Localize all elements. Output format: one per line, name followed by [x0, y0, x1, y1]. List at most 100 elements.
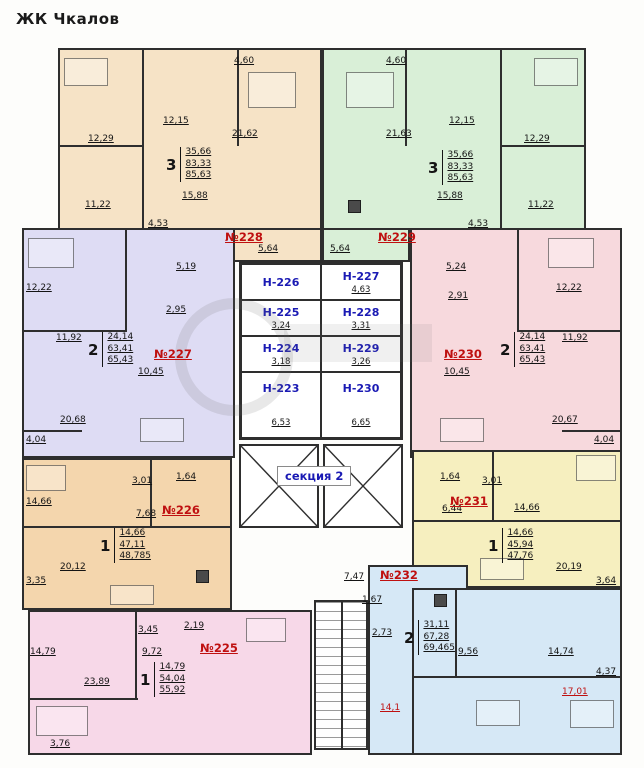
storage-cell-label: Н-229 — [342, 341, 380, 355]
storage-cell-dim: 3,26 — [351, 356, 371, 367]
dim-label: 11,22 — [528, 200, 554, 210]
wall — [142, 48, 144, 228]
storage-cell-dim: 6,53 — [271, 418, 291, 428]
dim-label-highlight: 14,1 — [380, 703, 401, 713]
watermark-bar — [284, 324, 432, 362]
elevator-shaft — [323, 444, 403, 528]
wall — [58, 145, 144, 147]
wall — [455, 588, 457, 678]
area-stack: 14,66 45,94 47,76 — [507, 528, 533, 563]
dim-label: 4,53 — [468, 219, 489, 229]
area-value: 35,66 — [447, 150, 474, 160]
dim-label: 21,62 — [232, 129, 258, 139]
wall — [405, 48, 407, 146]
area-stack: 35,66 83,33 85,63 — [447, 150, 473, 185]
section-label: секция 2 — [277, 466, 352, 486]
storage-cell: Н-228 3,31 — [321, 300, 401, 336]
wall — [412, 676, 622, 678]
dim-label: 12,29 — [524, 134, 550, 144]
apartment-228-number: №228 — [225, 230, 263, 244]
apartment-225-info: 1 14,79 54,04 55,92 — [140, 662, 185, 698]
area-value: 48,785 — [119, 551, 151, 562]
dim-label: 20,12 — [60, 562, 86, 572]
dim-label: 4,04 — [26, 435, 47, 445]
area-value: 85,63 — [185, 170, 212, 181]
dim-label: 15,88 — [437, 191, 463, 201]
apartment-227-number: №227 — [154, 347, 192, 361]
furniture — [140, 418, 184, 442]
dim-label: 20,67 — [552, 415, 578, 425]
area-value: 31,11 — [423, 620, 450, 630]
wall — [22, 430, 82, 432]
area-value: 85,63 — [447, 173, 474, 184]
area-stack: 35,66 83,33 85,63 — [185, 147, 211, 182]
area-value: 55,92 — [159, 685, 186, 696]
apartment-228-area — [58, 48, 322, 230]
dim-label: 4,53 — [148, 219, 169, 229]
area-stack: 14,79 54,04 55,92 — [159, 662, 185, 697]
room-count: 1 — [100, 528, 116, 564]
area-value: 69,465 — [423, 643, 455, 654]
dim-label: 12,22 — [556, 283, 582, 293]
area-value: 47,76 — [507, 551, 534, 562]
apartment-229-hall — [322, 228, 410, 262]
storage-cell-label: Н-230 — [342, 382, 380, 395]
wall — [500, 145, 586, 147]
watermark-circle — [175, 298, 293, 416]
dim-label: 14,79 — [30, 647, 56, 657]
apartment-230-area — [410, 228, 622, 458]
dim-label: 3,35 — [26, 576, 47, 586]
furniture — [36, 706, 88, 736]
dim-label: 3,76 — [50, 739, 71, 749]
storage-cell-label: Н-226 — [262, 275, 300, 289]
area-stack: 24,14 63,41 65,43 — [519, 332, 545, 367]
dim-label: 1,64 — [176, 472, 197, 482]
apartment-230-number: №230 — [444, 347, 482, 361]
wall — [22, 330, 127, 332]
area-stack: 31,11 67,28 69,465 — [423, 620, 455, 655]
elevator-shaft — [239, 444, 319, 528]
wall — [150, 458, 152, 528]
plan-title: ЖК Чкалов — [16, 10, 120, 28]
wall — [125, 228, 127, 332]
dim-label: 9,56 — [458, 647, 479, 657]
dim-label: 2,73 — [372, 628, 393, 638]
dim-label-highlight: 17,01 — [562, 687, 588, 697]
area-value: 83,33 — [447, 161, 474, 172]
furniture — [346, 72, 394, 108]
area-value: 54,04 — [159, 673, 186, 684]
area-value: 14,79 — [159, 662, 186, 672]
dim-label: 12,15 — [449, 116, 475, 126]
dim-label: 1,67 — [362, 595, 383, 605]
area-value: 14,66 — [507, 528, 534, 538]
room-count: 3 — [428, 150, 444, 186]
dim-label: 11,92 — [562, 333, 588, 343]
dim-label: 14,66 — [26, 497, 52, 507]
dim-label: 11,92 — [56, 333, 82, 343]
area-value: 47,11 — [119, 539, 146, 550]
storage-cell: Н-226 — [241, 264, 321, 300]
apartment-225-number: №225 — [200, 641, 238, 655]
dim-label: 3,64 — [596, 576, 617, 586]
staircase — [314, 600, 368, 750]
wall — [22, 526, 232, 528]
dim-label: 3,45 — [138, 625, 159, 635]
dim-label: 12,22 — [26, 283, 52, 293]
dim-label: 11,22 — [85, 200, 111, 210]
dim-label: 4,60 — [386, 56, 407, 66]
apartment-232-number: №232 — [380, 568, 418, 582]
storage-cell: Н-230 6,65 — [321, 372, 401, 438]
area-value: 83,33 — [185, 158, 212, 169]
wall — [237, 48, 239, 146]
furniture — [28, 238, 74, 268]
furniture — [576, 455, 616, 481]
apartment-226-info: 1 14,66 47,11 48,785 — [100, 528, 151, 564]
wall — [562, 430, 622, 432]
area-value: 24,14 — [107, 332, 134, 342]
furniture — [248, 72, 296, 108]
apartment-229-info: 3 35,66 83,33 85,63 — [428, 150, 473, 186]
area-stack: 24,14 63,41 65,43 — [107, 332, 133, 367]
area-value: 14,66 — [119, 528, 146, 538]
apartment-229-number: №229 — [378, 230, 416, 244]
